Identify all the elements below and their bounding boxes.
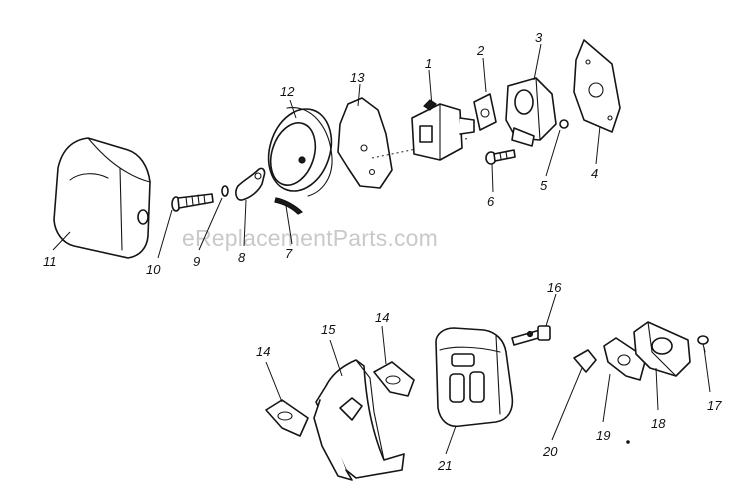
callout-labels: 1 2 3 4 5 6 7 8 9 10 11 12 13 14 14 15 1… — [43, 30, 722, 473]
part-8-bracket — [235, 167, 266, 201]
callout-14-right: 14 — [375, 310, 389, 325]
callout-10: 10 — [146, 262, 161, 277]
callout-19: 19 — [596, 428, 610, 443]
part-19-gasket — [603, 337, 647, 381]
callout-18: 18 — [651, 416, 666, 431]
detail-dot — [626, 440, 630, 444]
part-14-gasket-right — [373, 361, 415, 397]
callout-7: 7 — [285, 246, 293, 261]
part-18-exhaust-flange — [633, 321, 691, 377]
part-4-gasket-plate — [573, 39, 621, 133]
callout-14-left: 14 — [256, 344, 270, 359]
callout-12: 12 — [280, 84, 295, 99]
part-15-heat-shield — [313, 359, 405, 481]
callout-6: 6 — [487, 194, 495, 209]
callout-20: 20 — [542, 444, 558, 459]
watermark: eReplacementParts.com — [182, 225, 438, 251]
callout-8: 8 — [238, 250, 246, 265]
part-1-carburetor — [411, 99, 475, 161]
part-9-washer — [221, 185, 229, 197]
callout-16: 16 — [547, 280, 562, 295]
part-10-bolt — [171, 193, 214, 212]
callout-17: 17 — [707, 398, 722, 413]
part-6-screw — [485, 149, 516, 165]
callout-1: 1 — [425, 56, 432, 71]
part-3-intake-adapter — [505, 77, 557, 147]
part-17-screw — [697, 335, 709, 353]
part-21-muffler — [435, 327, 514, 428]
callout-5: 5 — [540, 178, 548, 193]
callout-9: 9 — [193, 254, 200, 269]
part-11-air-filter-cover — [53, 137, 151, 259]
part-16-bolt — [511, 325, 551, 346]
part-13-plate — [337, 97, 393, 189]
callout-21: 21 — [437, 458, 452, 473]
callout-2: 2 — [476, 43, 485, 58]
callout-3: 3 — [535, 30, 543, 45]
part-7-spring-clip — [274, 197, 304, 215]
callout-15: 15 — [321, 322, 336, 337]
callout-11: 11 — [43, 254, 57, 269]
callout-4: 4 — [591, 166, 598, 181]
leader-lines — [52, 43, 711, 455]
part-5-nut — [559, 119, 569, 129]
callout-13: 13 — [350, 70, 365, 85]
part-20-plate — [573, 349, 597, 373]
part-14-gasket-left — [265, 399, 309, 437]
part-2-gasket — [473, 93, 497, 131]
part-12-cover-ring — [267, 107, 333, 197]
